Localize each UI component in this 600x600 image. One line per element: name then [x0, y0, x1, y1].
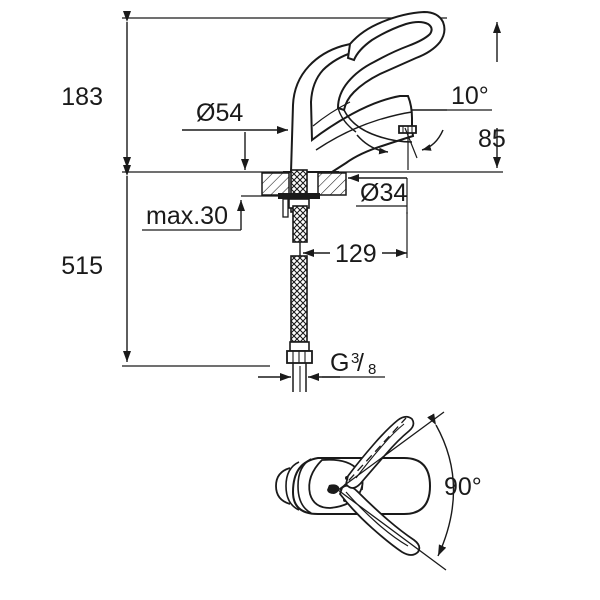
body-contour-a [315, 111, 413, 151]
dimension-g38: G 3 / 8 [258, 349, 385, 381]
plan-lever-inner-line [345, 491, 409, 547]
dimension-129: 129 [303, 212, 408, 268]
dimension-g38-slash: / [357, 349, 364, 377]
faucet-elevation-view [283, 10, 446, 173]
faucet-plan-view: 90° [275, 411, 482, 571]
body-contour-b [312, 101, 351, 127]
plan-indicator-slot [327, 484, 340, 494]
angle-arc-90 [427, 413, 455, 557]
dimension-g38-denominator: 8 [368, 361, 376, 378]
dimension-g38-prefix: G [330, 349, 349, 377]
aerator-tilt-axis [404, 127, 418, 159]
handle-joint-line [337, 107, 357, 133]
dimension-90deg-label: 90° [444, 473, 482, 501]
hose-lower-segment [290, 255, 308, 343]
dimension-g38-numerator: 3 [351, 350, 359, 367]
dimension-10deg-label: 10° [451, 82, 489, 110]
deck-slab-left [261, 172, 290, 196]
dimension-183-label: 183 [61, 83, 103, 111]
plan-lever-open-inner-line [355, 423, 405, 479]
hose-upper-segment [292, 205, 308, 243]
fixing-washer [278, 193, 320, 199]
dimension-129-label: 129 [335, 240, 377, 268]
angle-arrow-left [356, 134, 389, 155]
plan-lever-axis-dashed [339, 417, 407, 491]
dimension-85: 85 [478, 22, 506, 168]
dimension-d54-label: Ø54 [196, 99, 243, 127]
plan-body-ring-3 [297, 458, 312, 514]
handle-lower-contour [343, 109, 413, 143]
dimension-d34: Ø34 [348, 174, 408, 214]
hose-collar [289, 341, 310, 352]
dimension-d54: Ø54 [182, 99, 288, 170]
plan-lever-position-open [345, 415, 415, 489]
dimension-85-label: 85 [478, 125, 506, 153]
plan-body-ring-2 [285, 461, 300, 511]
angle-leg-upper [337, 411, 445, 491]
angle-arrow-right [421, 129, 444, 151]
dimension-max30: max.30 [142, 195, 290, 231]
dimension-515: 515 [61, 165, 131, 362]
flexible-hose-assembly [286, 205, 313, 392]
dimension-10deg: 10° [356, 82, 492, 170]
dimension-183: 183 [61, 11, 131, 168]
deck-slab-right [317, 172, 347, 196]
dimension-515-label: 515 [61, 252, 103, 280]
dimension-d34-label: Ø34 [360, 179, 407, 207]
stud-bolt [282, 198, 289, 218]
dimension-max30-label: max.30 [146, 202, 228, 230]
angle-leg-lower [337, 489, 447, 571]
